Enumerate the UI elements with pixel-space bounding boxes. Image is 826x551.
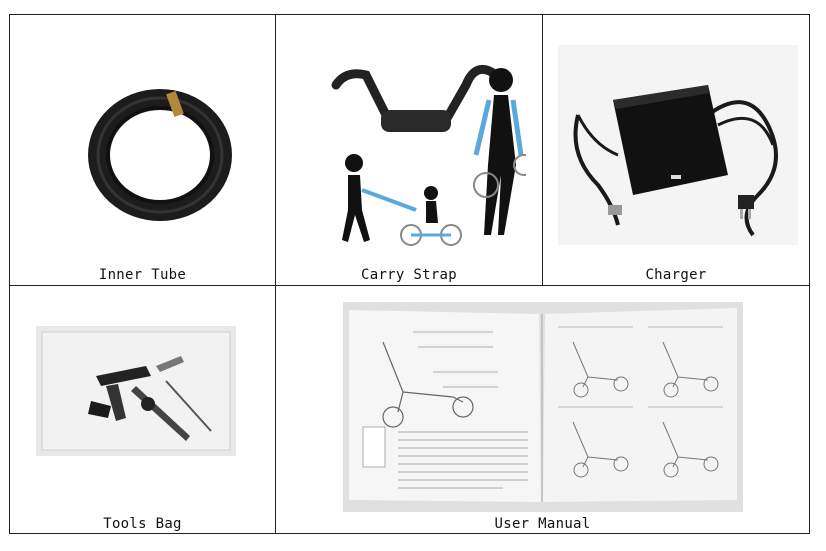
divider xyxy=(275,285,276,533)
charger-icon xyxy=(558,45,798,245)
cell-inner-tube: Inner Tube xyxy=(10,15,275,285)
inner-tube-icon xyxy=(88,89,232,221)
caption-charger: Charger xyxy=(645,267,707,283)
cell-user-manual: User Manual xyxy=(276,286,809,534)
tools-bag-icon xyxy=(36,326,236,456)
caption-tools-bag: Tools Bag xyxy=(103,516,182,532)
carry-strap-icon xyxy=(331,64,526,246)
divider xyxy=(542,15,543,285)
divider xyxy=(10,285,809,286)
caption-inner-tube: Inner Tube xyxy=(98,267,187,283)
caption-user-manual: User Manual xyxy=(494,516,591,532)
cell-tools-bag: Tools Bag xyxy=(10,286,275,534)
user-manual-icon xyxy=(343,302,743,512)
cell-carry-strap: Carry Strap xyxy=(276,15,542,285)
cell-charger: Charger xyxy=(543,15,809,285)
divider xyxy=(275,15,276,285)
caption-carry-strap: Carry Strap xyxy=(360,267,458,283)
accessories-table: Inner Tube Carry Strap xyxy=(9,14,810,534)
